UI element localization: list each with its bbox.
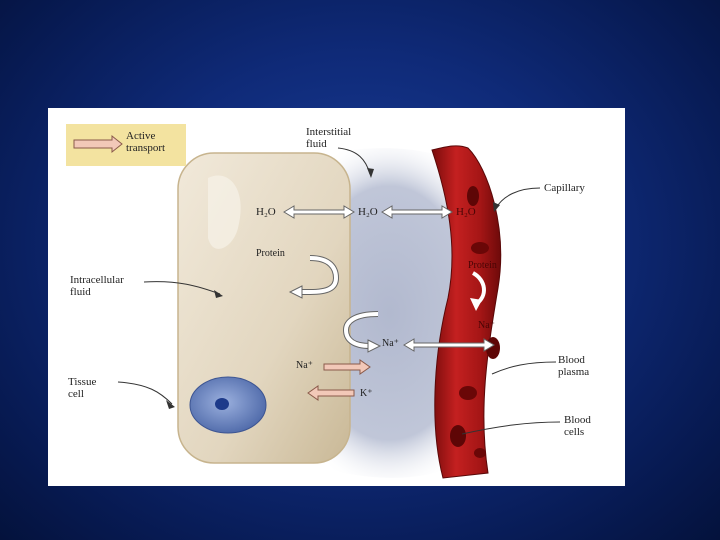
label-na-interstitial: Na⁺ [382, 338, 399, 350]
blood-cell [471, 242, 489, 254]
label-intracellular-line1: Intracellular [70, 274, 124, 286]
leader-blood-plasma [492, 362, 556, 374]
label-protein-cell: Protein [256, 248, 285, 260]
label-intracellular-line2: fluid [70, 286, 124, 298]
blood-cell [459, 386, 477, 400]
label-tissue-cell: Tissue cell [68, 376, 96, 400]
label-bloodcells-line2: cells [564, 426, 591, 438]
label-capillary: Capillary [544, 182, 585, 194]
figure-panel: Active transport Interstitial fluid Capi… [48, 108, 625, 486]
label-interstitial-line2: fluid [306, 138, 351, 150]
label-na-capillary: Na⁺ [478, 320, 495, 332]
label-blood-plasma: Blood plasma [558, 354, 589, 378]
nucleolus [215, 398, 229, 410]
label-tissue-line2: cell [68, 388, 96, 400]
label-k: K⁺ [360, 388, 373, 400]
legend-line-1: Active [126, 130, 165, 142]
label-plasma-line2: plasma [558, 366, 589, 378]
label-h2o-capillary: H₂O [456, 206, 476, 218]
leader-capillary [496, 188, 540, 208]
label-intracellular-fluid: Intracellular fluid [70, 274, 124, 298]
label-na-cell: Na⁺ [296, 360, 313, 372]
label-blood-cells: Blood cells [564, 414, 591, 438]
label-interstitial-line1: Interstitial [306, 126, 351, 138]
fluid-diagram [48, 108, 625, 486]
label-h2o-cell: H₂O [256, 206, 276, 218]
label-tissue-line1: Tissue [68, 376, 96, 388]
leader-tissue-cell [118, 382, 172, 404]
legend-line-2: transport [126, 142, 165, 154]
label-protein-capillary: Protein [468, 260, 497, 272]
blood-cell [474, 448, 486, 458]
label-h2o-interstitial: H₂O [358, 206, 378, 218]
legend-label: Active transport [126, 130, 165, 154]
blood-cell [450, 425, 466, 447]
label-interstitial-fluid: Interstitial fluid [306, 126, 351, 150]
blood-cell [467, 186, 479, 206]
label-plasma-line1: Blood [558, 354, 589, 366]
label-bloodcells-line1: Blood [564, 414, 591, 426]
